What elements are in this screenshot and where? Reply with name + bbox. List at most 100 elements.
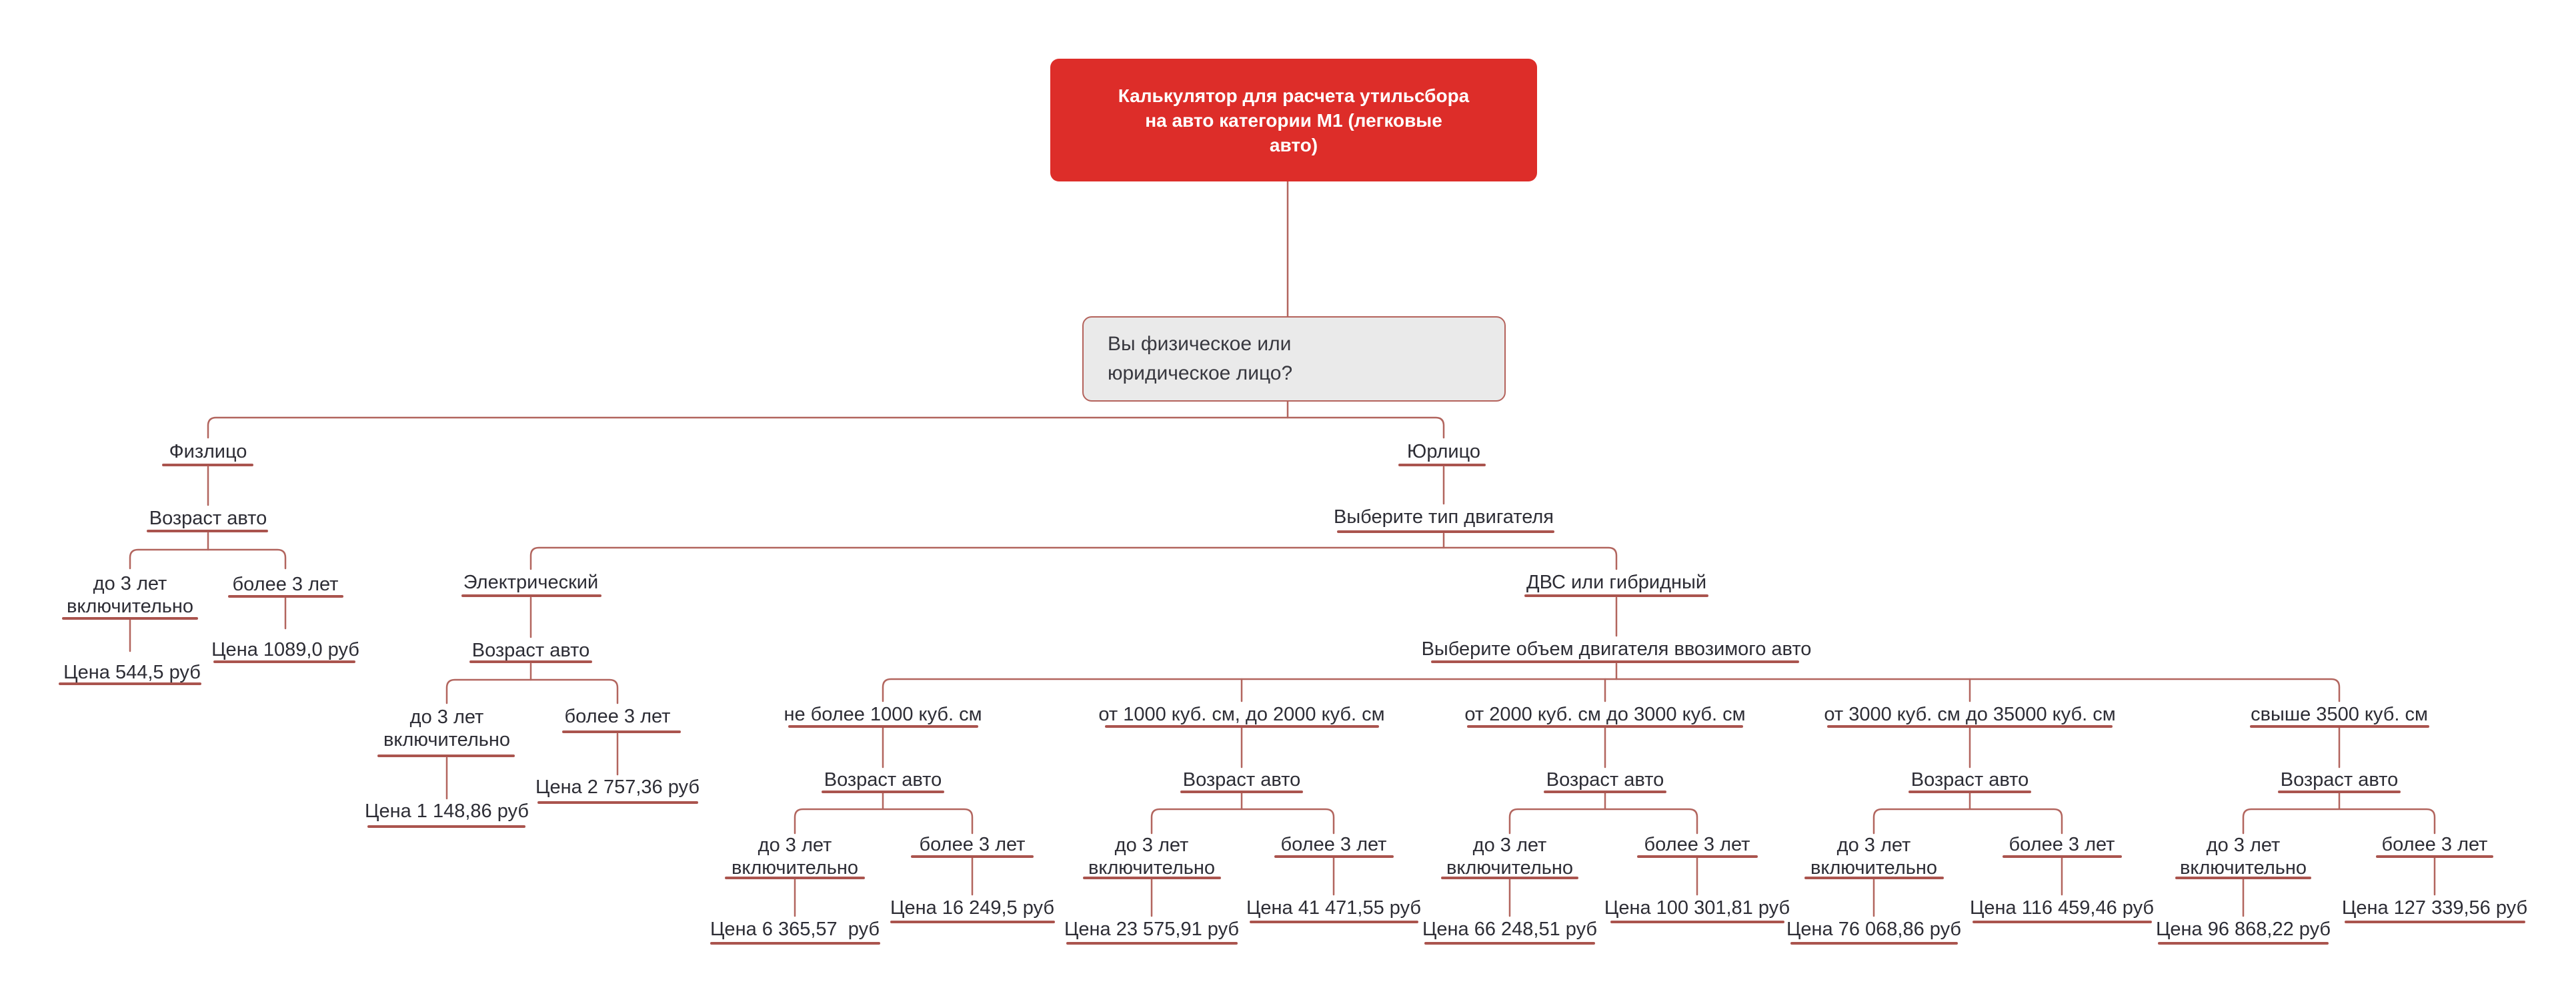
node-yurlico-underline <box>1398 464 1486 466</box>
root-title: Калькулятор для расчета утильсбора на ав… <box>1087 83 1500 157</box>
node-volume-young[interactable]: до 3 лет включительно <box>731 835 859 879</box>
node-volume-old-price-underline <box>1972 921 2152 923</box>
node-volume-underline <box>788 725 978 728</box>
node-engine-type-underline <box>1337 530 1554 533</box>
node-volume-label[interactable]: не более 1000 куб. см <box>784 704 982 725</box>
node-volume-underline <box>1827 725 2113 728</box>
node-ice-volume[interactable]: Выберите объем двигателя ввозимого авто <box>1421 638 1812 660</box>
node-volume-age[interactable]: Возраст авто <box>2280 769 2399 791</box>
node-volume-age-underline <box>1544 791 1666 793</box>
root-title-line: авто) <box>1269 134 1318 155</box>
node-volume-young[interactable]: до 3 лет включительно <box>1088 835 1216 879</box>
node-volume-age-underline <box>822 791 944 793</box>
node-volume-young-price-underline <box>1066 942 1238 945</box>
node-volume-old[interactable]: более 3 лет <box>919 834 1026 855</box>
node-volume-young-price-underline <box>710 942 880 945</box>
node-fiz-old[interactable]: более 3 лет <box>232 574 339 595</box>
question-node[interactable]: Вы физическое или юридическое лицо? <box>1082 316 1506 402</box>
node-electric-age[interactable]: Возраст авто <box>471 640 590 661</box>
node-volume-age[interactable]: Возраст авто <box>1546 769 1664 791</box>
node-volume-young-underline <box>725 877 865 879</box>
node-volume-old-price-underline <box>1610 921 1784 923</box>
node-fiz-age[interactable]: Возраст авто <box>149 508 267 529</box>
node-electric-old-price-underline <box>537 801 698 804</box>
node-volume-young[interactable]: до 3 лет включительно <box>2179 835 2307 879</box>
node-electric[interactable]: Электрический <box>463 572 599 593</box>
node-volume-young[interactable]: до 3 лет включительно <box>1446 835 1574 879</box>
node-fiz-young-underline <box>62 617 198 620</box>
node-volume-young-price[interactable]: Цена 6 365,57 руб <box>710 919 880 940</box>
node-volume-young-price-underline <box>2158 942 2329 945</box>
node-volume-old-underline <box>1274 855 1394 858</box>
node-volume-young-underline <box>1082 877 1221 879</box>
node-volume-old-underline <box>1636 855 1758 858</box>
node-volume-age-underline <box>1908 791 2031 793</box>
node-volume-old-price-underline <box>1249 921 1418 923</box>
node-volume-young-price-underline <box>1424 942 1595 945</box>
node-electric-underline <box>461 594 601 597</box>
root-title-line: Калькулятор для расчета утильсбора <box>1118 85 1470 106</box>
node-fiz-age-underline <box>147 530 268 532</box>
node-volume-old-underline <box>911 855 1034 858</box>
node-volume-underline <box>1104 725 1379 728</box>
node-volume-old[interactable]: более 3 лет <box>1280 834 1387 855</box>
node-yurlico[interactable]: Юрлицо <box>1407 441 1480 462</box>
node-electric-age-underline <box>469 660 592 663</box>
node-volume-age-underline <box>1180 791 1303 793</box>
node-volume-young[interactable]: до 3 лет включительно <box>1810 835 1938 879</box>
node-engine-type[interactable]: Выберите тип двигателя <box>1333 506 1554 528</box>
node-ice-underline <box>1524 594 1708 597</box>
node-volume-age[interactable]: Возраст авто <box>824 769 942 791</box>
node-fiz-old-price-underline <box>213 660 355 663</box>
node-electric-old[interactable]: более 3 лет <box>564 706 671 727</box>
node-fiz-young-price[interactable]: Цена 544,5 руб <box>63 662 201 683</box>
node-volume-old-price[interactable]: Цена 116 459,46 руб <box>1969 897 2155 919</box>
node-fiz-old-underline <box>228 595 343 598</box>
root-title-line: на авто категории М1 (легковые <box>1145 109 1442 131</box>
node-volume-age[interactable]: Возраст авто <box>1182 769 1301 791</box>
node-volume-young-underline <box>1804 877 1944 879</box>
node-volume-age[interactable]: Возраст авто <box>1910 769 2029 791</box>
node-fizlico[interactable]: Физлицо <box>169 441 247 462</box>
node-electric-young-underline <box>377 755 515 757</box>
node-volume-young-underline <box>1441 877 1578 879</box>
node-volume-label[interactable]: от 3000 куб. см до 35000 куб. см <box>1824 704 2116 725</box>
root-node[interactable]: Калькулятор для расчета утильсбора на ав… <box>1050 59 1537 181</box>
node-volume-old-underline <box>2002 855 2122 858</box>
node-volume-old-price[interactable]: Цена 127 339,56 руб <box>2341 897 2528 919</box>
node-volume-young-price[interactable]: Цена 23 575,91 руб <box>1064 919 1240 940</box>
node-volume-young-price[interactable]: Цена 96 868,22 руб <box>2155 919 2331 940</box>
node-volume-old-price[interactable]: Цена 16 249,5 руб <box>890 897 1054 919</box>
node-volume-age-underline <box>2278 791 2401 793</box>
node-volume-young-underline <box>2175 877 2311 879</box>
node-volume-old-underline <box>2376 855 2493 858</box>
node-volume-young-price[interactable]: Цена 66 248,51 руб <box>1422 919 1598 940</box>
node-volume-old-price-underline <box>2344 921 2525 923</box>
node-volume-underline <box>1467 725 1743 728</box>
node-electric-young-price-underline <box>367 825 525 828</box>
node-ice[interactable]: ДВС или гибридный <box>1526 572 1707 593</box>
node-volume-old-price[interactable]: Цена 100 301,81 руб <box>1604 897 1790 919</box>
node-volume-old-price[interactable]: Цена 41 471,55 руб <box>1246 897 1422 919</box>
question-text: Вы физическое или юридическое лицо? <box>1108 333 1293 384</box>
node-volume-label[interactable]: свыше 3500 куб. см <box>2251 704 2428 725</box>
node-electric-young[interactable]: до 3 лет включительно <box>383 706 511 750</box>
node-fiz-young-price-underline <box>59 682 201 685</box>
node-volume-old[interactable]: более 3 лет <box>2381 834 2488 855</box>
node-electric-old-underline <box>562 730 681 733</box>
node-fizlico-underline <box>162 464 253 466</box>
node-ice-volume-underline <box>1431 660 1799 663</box>
node-volume-old[interactable]: более 3 лет <box>1644 834 1750 855</box>
node-electric-young-price[interactable]: Цена 1 148,86 руб <box>365 801 529 822</box>
node-volume-old-price-underline <box>890 921 1055 923</box>
node-volume-label[interactable]: от 1000 куб. см, до 2000 куб. см <box>1098 704 1385 725</box>
node-volume-young-price[interactable]: Цена 76 068,86 руб <box>1786 919 1962 940</box>
node-volume-old[interactable]: более 3 лет <box>2009 834 2115 855</box>
node-electric-old-price[interactable]: Цена 2 757,36 руб <box>535 777 700 798</box>
node-fiz-old-price[interactable]: Цена 1089,0 руб <box>211 639 359 660</box>
node-fiz-young[interactable]: до 3 лет включительно <box>66 573 194 617</box>
node-volume-young-price-underline <box>1790 942 1958 945</box>
node-volume-label[interactable]: от 2000 куб. см до 3000 куб. см <box>1464 704 1746 725</box>
